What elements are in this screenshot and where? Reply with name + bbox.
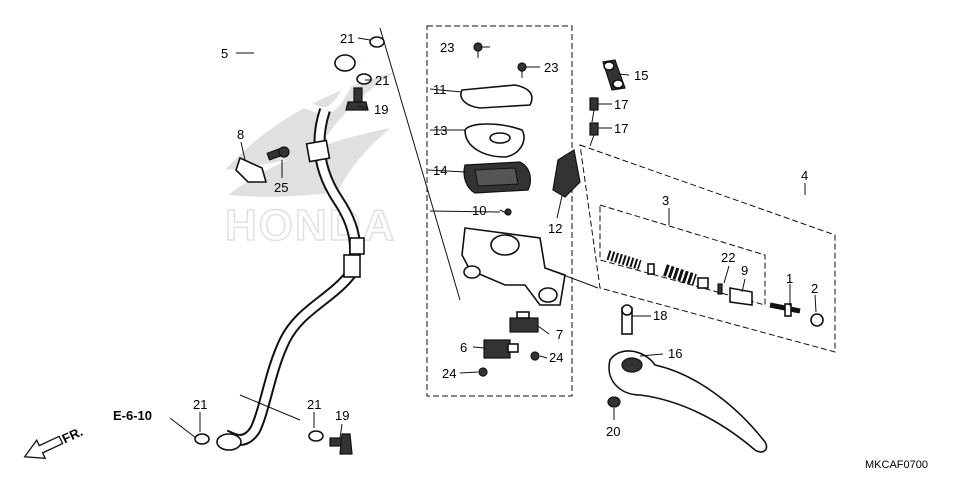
callout-10: 10: [472, 203, 486, 218]
sealing-washer-21d: [308, 430, 324, 442]
front-arrow-label: FR.: [60, 424, 85, 446]
nut-20: [607, 396, 621, 408]
callout-21c: 21: [193, 397, 207, 412]
callout-19a: 19: [374, 102, 388, 117]
diagram-code: MKCAF0700: [865, 459, 928, 471]
callout-21b: 21: [375, 73, 389, 88]
callout-25: 25: [274, 180, 288, 195]
callout-4: 4: [801, 168, 808, 183]
boot-9: [729, 287, 753, 306]
callout-15: 15: [634, 68, 648, 83]
callout-17a: 17: [614, 97, 628, 112]
screw-23a: [473, 42, 483, 58]
bolt-25: [266, 146, 290, 161]
callout-11: 11: [433, 82, 447, 97]
callout-21a: 21: [340, 31, 354, 46]
group-outlines: [379, 25, 836, 397]
holder-12: [552, 149, 581, 198]
master-cylinder-parts: [460, 42, 599, 377]
callout-3: 3: [662, 193, 669, 208]
callout-19b: 19: [335, 408, 349, 423]
switch-6: [483, 339, 519, 359]
callout-13: 13: [433, 123, 447, 138]
callout-16: 16: [668, 346, 682, 361]
callout-23b: 23: [544, 60, 558, 75]
oil-bolt-19a: [345, 87, 369, 111]
screw-24a: [530, 351, 540, 361]
callout-8: 8: [237, 127, 244, 142]
callout-21d: 21: [307, 397, 321, 412]
master-cylinder-body: [461, 227, 599, 306]
honda-watermark-text: HONDA: [225, 201, 396, 250]
clutch-lever: [607, 304, 768, 453]
bolt-17a: [589, 97, 599, 123]
sealing-washer-21c: [194, 433, 210, 445]
honda-wing-watermark: HONDA: [224, 72, 396, 251]
screw-10: [499, 208, 512, 216]
callout-9: 9: [741, 263, 748, 278]
callout-6: 6: [460, 340, 467, 355]
hose-clamp-8: [235, 156, 268, 183]
callout-14: 14: [433, 163, 447, 178]
sealing-washer-21a: [369, 36, 385, 48]
pivot-bolt-18: [621, 304, 633, 335]
reference-label[interactable]: E-6-10: [113, 408, 152, 423]
piston-assembly-group-outline: [579, 144, 836, 353]
callout-2: 2: [811, 281, 818, 296]
callout-17b: 17: [614, 121, 628, 136]
leader-line: [379, 27, 461, 301]
leader-lines: [169, 37, 817, 439]
callout-18: 18: [653, 308, 667, 323]
screw-23b: [517, 62, 527, 78]
callout-22: 22: [721, 250, 735, 265]
hardware: [194, 36, 385, 455]
master-cylinder-group-outline: [426, 25, 573, 397]
reservoir-cap-11: [460, 84, 533, 109]
callout-24a: 24: [549, 350, 563, 365]
callout-20: 20: [606, 424, 620, 439]
clutch-hose: [216, 44, 365, 451]
piston-kit-parts: [606, 250, 824, 327]
callout-7: 7: [556, 327, 563, 342]
bolt-17b: [589, 122, 599, 147]
callout-12: 12: [548, 221, 562, 236]
switch-7: [509, 311, 539, 333]
callout-24b: 24: [442, 366, 456, 381]
callout-23a: 23: [440, 40, 454, 55]
callouts: 1 2 3 4 5 6 7 8 9 10 11 12 13 14 15 16 1…: [193, 31, 818, 439]
oil-bolt-19b: [329, 433, 353, 455]
callout-5: 5: [221, 46, 228, 61]
front-arrow: FR.: [23, 424, 85, 460]
screw-24b: [478, 367, 488, 377]
callout-1: 1: [786, 271, 793, 286]
sealing-washer-21b: [356, 73, 372, 85]
